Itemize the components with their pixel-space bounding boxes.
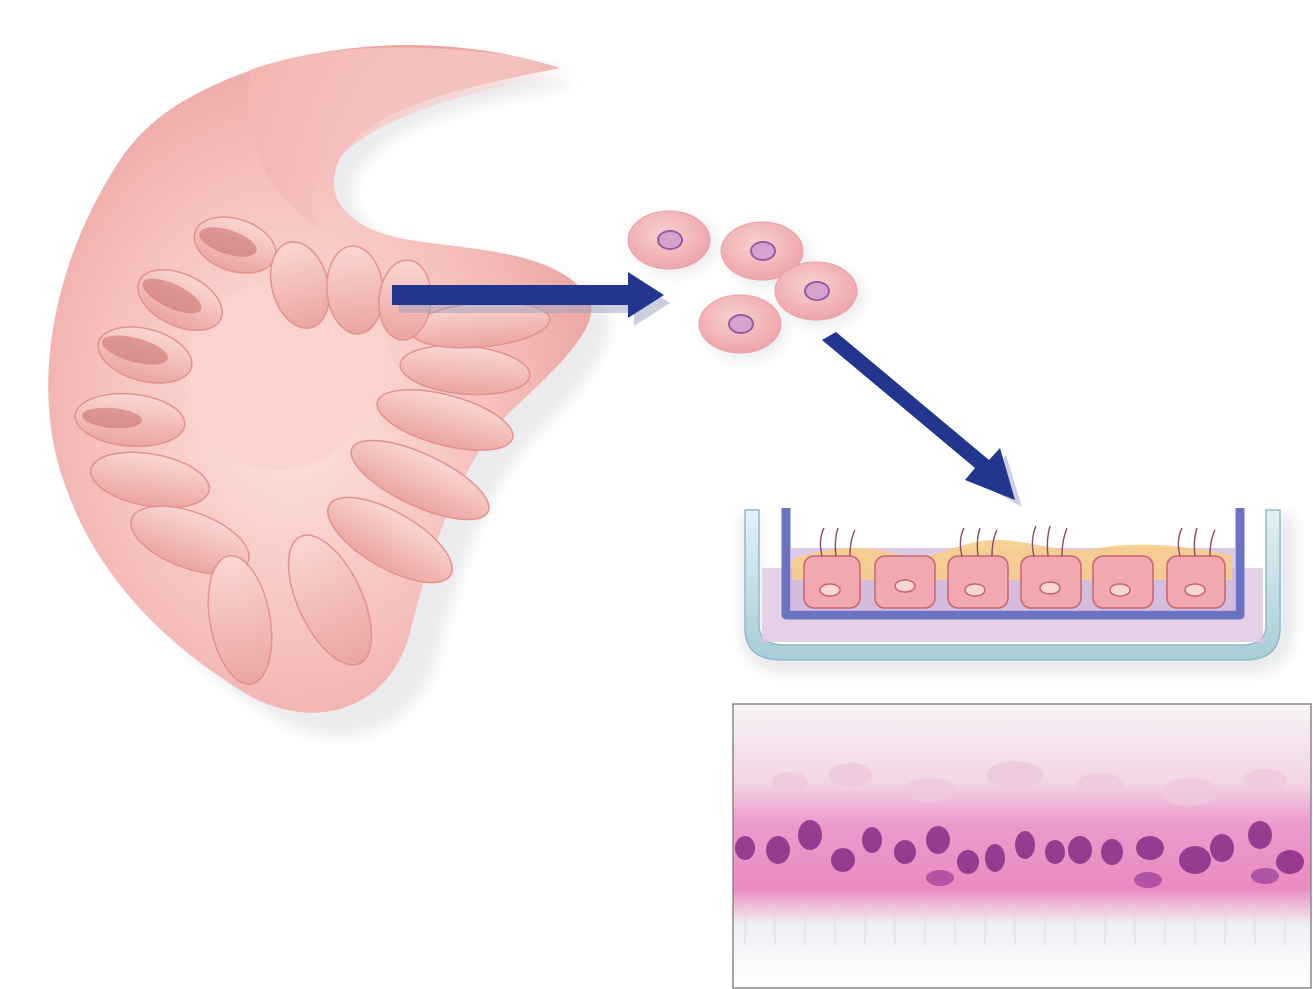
culture-dish-icon xyxy=(745,508,1285,665)
diagonal-arrow-icon xyxy=(822,332,1022,507)
airway-tissue-icon xyxy=(48,45,609,736)
histology-micrograph-icon xyxy=(733,704,1311,988)
